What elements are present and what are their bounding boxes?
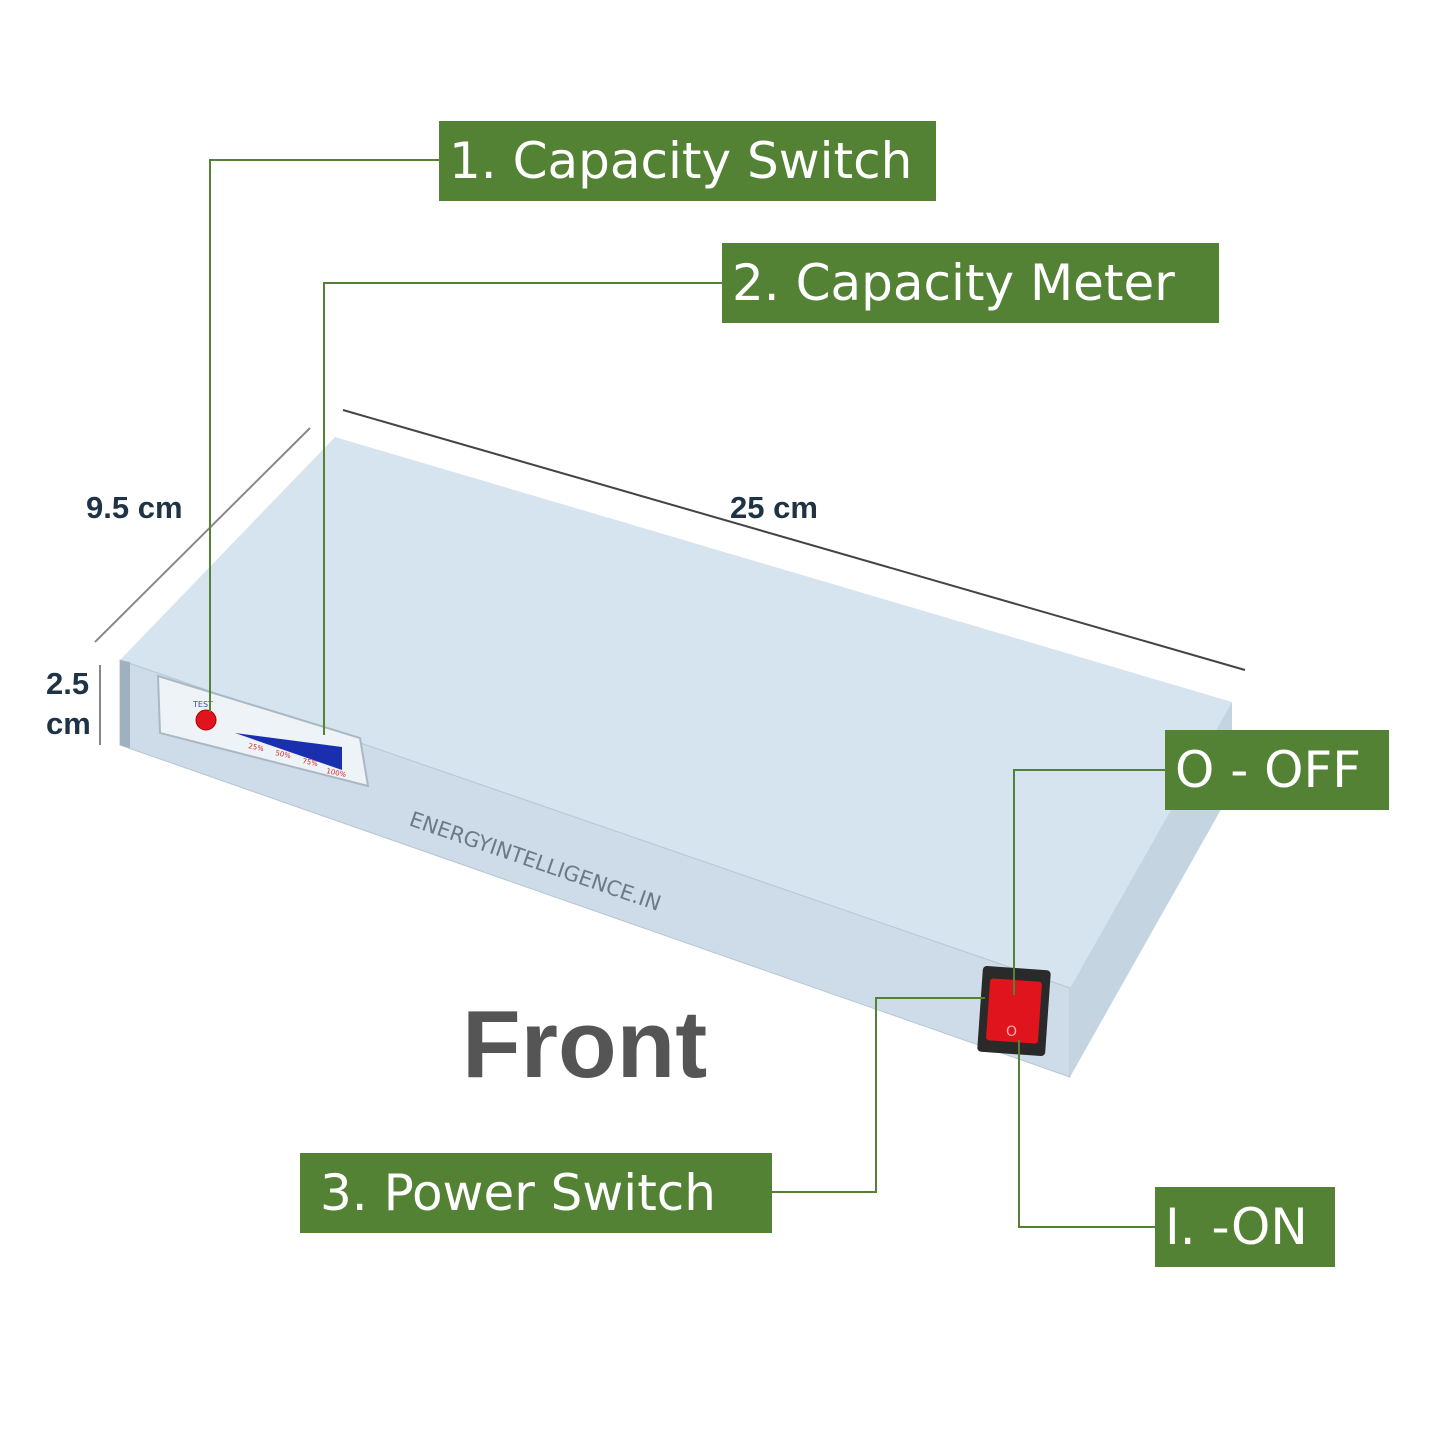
height-dimension-value: 2.5 [46, 666, 90, 701]
callout-on: I. -ON [1155, 1187, 1335, 1267]
meter-level-25: 25% [248, 742, 265, 753]
power-switch-rocker[interactable] [986, 978, 1042, 1044]
length-dimension-line [342, 409, 1246, 671]
meter-level-75: 75% [302, 757, 319, 768]
leader-power-switch [772, 997, 985, 1193]
height-dimension-unit: cm [46, 706, 91, 741]
leader-capacity-switch [209, 159, 440, 712]
box-top-face [120, 437, 1232, 988]
callout-capacity-switch: 1. Capacity Switch [439, 121, 936, 201]
capacity-test-button[interactable] [195, 709, 217, 731]
depth-dimension: 9.5 cm [86, 490, 183, 525]
power-switch-symbol: O [1006, 1024, 1017, 1040]
depth-dimension-line [94, 427, 311, 643]
test-label: TEST [192, 700, 213, 709]
leader-capacity-meter [323, 282, 723, 735]
length-dimension: 25 cm [730, 490, 818, 525]
leader-on [1018, 1040, 1156, 1228]
callout-power-switch: 3. Power Switch [300, 1153, 772, 1233]
callout-off: O - OFF [1165, 730, 1389, 810]
leader-off [1013, 769, 1166, 995]
meter-bar [235, 733, 342, 770]
view-label: Front [462, 991, 708, 1098]
callout-capacity-meter: 2. Capacity Meter [722, 243, 1219, 323]
meter-level-50: 50% [275, 749, 292, 760]
box-left-edge [120, 660, 130, 748]
